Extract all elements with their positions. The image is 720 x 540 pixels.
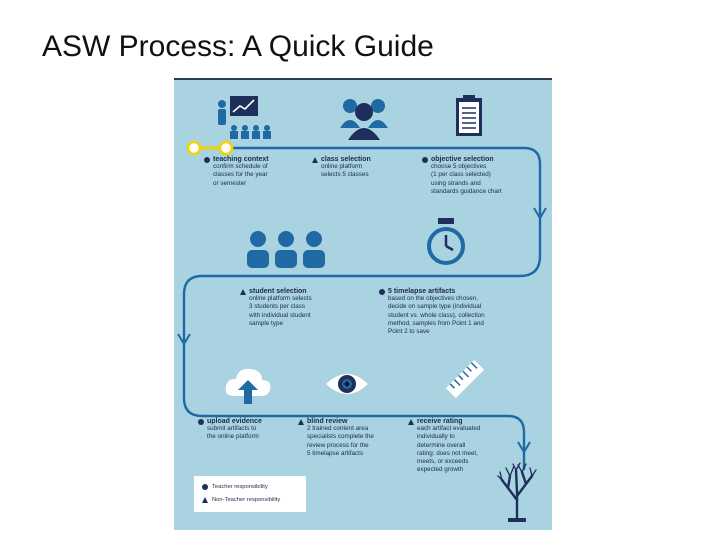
clipboard-icon [456,95,482,136]
legend-label: Non-Teacher responsibility [212,497,281,503]
non-teacher-marker-icon [202,497,208,503]
step-line: classes for the year [213,171,268,179]
step-title: upload evidence [207,418,262,425]
tree-icon [497,462,537,522]
step-line: with individual student [249,311,311,319]
non-teacher-marker-icon [408,418,414,425]
step-line: 5 timelapse artifacts [307,449,363,457]
group-icon [340,99,388,140]
legend-label: Teacher responsibility [212,484,268,490]
step-title: 5 timelapse artifacts [388,288,456,295]
teacher-marker-icon [422,156,428,163]
legend-item-teacher: Teacher responsibility [202,484,268,490]
step-line: 3 students per class [249,303,306,311]
legend: Teacher responsibility Non-Teacher respo… [194,476,306,512]
presentation-icon [218,96,271,139]
step-line: the online platform [207,433,259,441]
step-line: standards guidance chart [431,187,502,195]
students-icon [247,231,325,268]
step-line: student vs. whole class), collection [388,311,485,319]
process-infographic: teaching context confirm schedule of cla… [174,78,552,530]
step-line: choose 5 objectives [431,163,487,170]
step-line: rating: does not meet, [417,449,478,457]
teacher-marker-icon [379,288,385,295]
teacher-marker-icon [202,484,208,490]
stopwatch-icon [427,218,465,265]
step-line: decide on sample type (individual [388,303,482,311]
process-flow-path [177,140,547,470]
highlight-handle-left [186,140,202,156]
legend-item-non-teacher: Non-Teacher responsibility [202,497,280,503]
step-line: meets, or exceeds [417,458,469,466]
step-line: online platform [321,163,363,170]
step-line: 2 trained content area [307,425,369,432]
step-timelapse-artifacts: 5 timelapse artifacts based on the objec… [379,288,485,336]
step-line: determine overall [417,441,466,449]
step-line: individually to [417,433,455,441]
teacher-marker-icon [204,156,210,163]
step-line: confirm schedule of [213,163,268,170]
step-receive-rating: receive rating each artifact evaluated i… [408,418,480,475]
step-title: student selection [249,288,307,295]
step-title: objective selection [431,156,494,163]
step-title: receive rating [417,418,463,425]
step-line: each artifact evaluated [417,425,481,432]
cloud-upload-icon [225,368,271,404]
ruler-icon [445,359,485,399]
step-class-selection: class selection online platform selects … [312,156,371,180]
step-line: method, samples from Point 1 and [388,319,484,327]
step-student-selection: student selection online platform select… [240,288,312,328]
step-teaching-context: teaching context confirm schedule of cla… [204,156,269,188]
step-line: review process for the [307,441,369,449]
step-line: Point 2 to save [388,328,430,336]
highlight-handle-right [218,140,234,156]
step-line: based on the objectives chosen, [388,295,478,302]
teacher-marker-icon [198,418,204,425]
non-teacher-marker-icon [240,288,246,295]
step-line: expected growth [417,466,464,474]
step-objective-selection: objective selection choose 5 objectives … [422,156,502,196]
eye-icon [326,374,368,394]
step-upload-evidence: upload evidence submit artifacts to the … [198,418,262,442]
step-line: selects 5 classes [321,171,369,179]
step-line: specialists complete the [307,433,374,441]
step-line: (1 per class selected) [431,171,491,179]
step-line: online platform selects [249,295,312,302]
step-line: sample type [249,319,283,327]
step-title: teaching context [213,156,269,163]
non-teacher-marker-icon [312,156,318,163]
step-title: class selection [321,156,371,163]
step-line: submit artifacts to [207,425,257,432]
page-title: ASW Process: A Quick Guide [42,30,434,63]
non-teacher-marker-icon [298,418,304,425]
step-line: using strands and [431,179,481,187]
step-line: or semester [213,179,247,187]
step-blind-review: blind review 2 trained content area spec… [298,418,374,458]
step-title: blind review [307,418,348,425]
